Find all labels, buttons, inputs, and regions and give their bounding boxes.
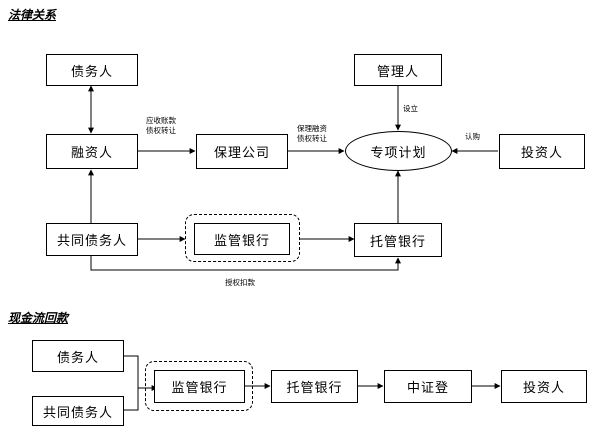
node-cf-csdc: 中证登 — [384, 370, 472, 403]
node-cf-debtor: 债务人 — [32, 340, 124, 372]
node-custodian-bank: 托管银行 — [354, 223, 442, 257]
node-manager: 管理人 — [354, 54, 442, 86]
label-factoring-transfer: 保理融资 债权转让 — [297, 124, 327, 144]
node-factoring-company: 保理公司 — [196, 134, 288, 169]
node-supervising-bank: 监管银行 — [194, 223, 290, 255]
node-co-debtor: 共同债务人 — [46, 223, 138, 256]
supervising-bank-dashed-frame — [185, 214, 300, 262]
label-subscribe: 认购 — [465, 132, 480, 141]
node-cf-supervising-bank: 监管银行 — [154, 370, 245, 403]
cf-supervising-bank-dashed-frame — [145, 361, 253, 411]
cashflow-heading: 现金流回款 — [8, 311, 69, 325]
node-debtor: 债务人 — [46, 54, 138, 86]
node-cf-co-debtor: 共同债务人 — [32, 396, 124, 426]
node-cf-custodian-bank: 托管银行 — [271, 370, 358, 403]
legal-heading: 法律关系 — [8, 8, 57, 22]
label-establish: 设立 — [403, 104, 418, 113]
label-authorized-deduction: 授权扣款 — [225, 278, 255, 287]
node-investor: 投资人 — [499, 134, 585, 169]
edge-cf-codebtor-merge — [124, 388, 139, 411]
label-receivable-transfer: 应收账款 债权转让 — [146, 116, 176, 136]
node-financing-party: 融资人 — [46, 134, 138, 169]
edge-authorized-deduction — [90, 256, 401, 271]
edge-cf-debtor-merge — [124, 355, 139, 388]
label-receivable-transfer-line2: 债权转让 — [146, 126, 176, 135]
label-factoring-transfer-line2: 债权转让 — [297, 134, 327, 143]
label-factoring-transfer-line1: 保理融资 — [297, 124, 327, 133]
label-receivable-transfer-line1: 应收账款 — [146, 116, 176, 125]
node-cf-investor: 投资人 — [501, 370, 587, 403]
node-special-plan: 专项计划 — [345, 131, 452, 171]
